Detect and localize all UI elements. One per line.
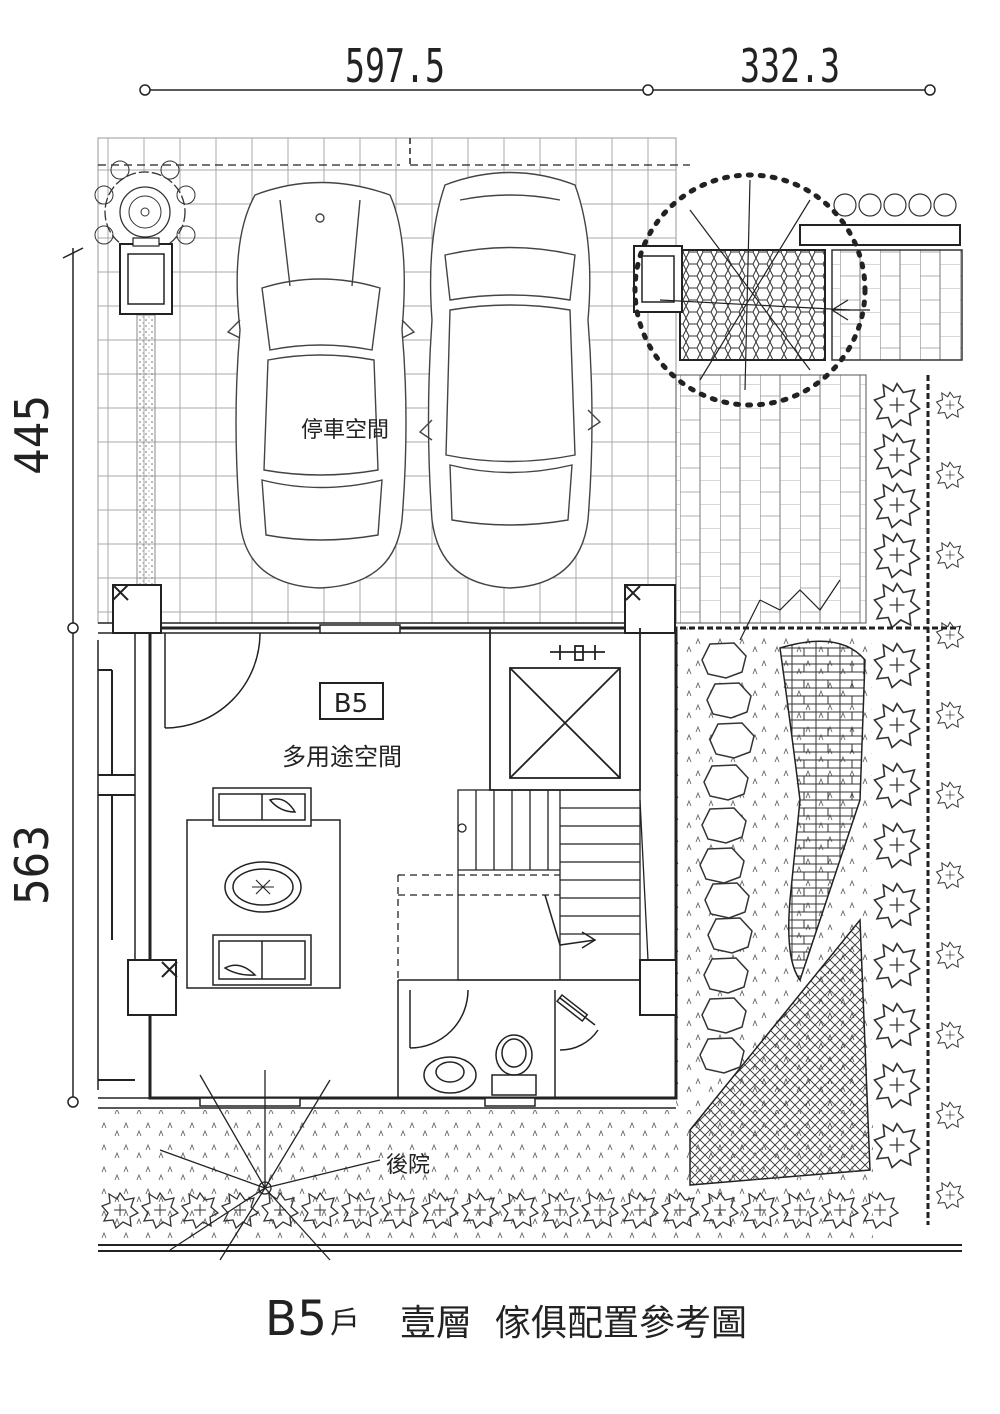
dimension-side-upper: 445 (5, 395, 59, 475)
hex-paved-patio (679, 249, 826, 361)
unit-tag: B5 (334, 689, 368, 719)
multipurpose-room-label: 多用途空間 (282, 743, 402, 771)
backyard-area (98, 1110, 962, 1252)
round-planter (94, 160, 196, 253)
top-dimension-line (139, 84, 936, 96)
hedge-top-right (799, 193, 961, 246)
house-walls (97, 584, 678, 1109)
drawing-title: B5 戶 壹層 傢俱配置參考圖 (265, 1291, 747, 1347)
unit-tag-box (319, 682, 384, 720)
left-dimension-line (62, 247, 84, 1108)
living-room-furniture (186, 787, 341, 989)
dimension-top-right: 332.3 (740, 39, 840, 93)
dimension-top-left: 597.5 (345, 39, 445, 93)
backyard-tree (159, 1070, 381, 1261)
title-floor: 壹層 (400, 1303, 472, 1344)
right-shrub-border (873, 375, 964, 1225)
title-unit: B5 (265, 1291, 327, 1347)
parking-label: 停車空間 (301, 418, 389, 443)
mailbox-post-left (119, 237, 173, 315)
tree-canopy-top (632, 172, 868, 408)
side-garden (676, 579, 960, 1186)
car-left (226, 181, 416, 589)
dimension-side-lower: 563 (5, 825, 59, 905)
bathroom (397, 979, 640, 1098)
title-caption: 傢俱配置參考圖 (495, 1303, 747, 1344)
front-door (164, 624, 536, 1107)
car-right (418, 171, 602, 589)
backyard-label: 後院 (386, 1153, 430, 1178)
title-unit-suffix: 戶 (330, 1306, 360, 1341)
deck-walkway (675, 249, 963, 624)
